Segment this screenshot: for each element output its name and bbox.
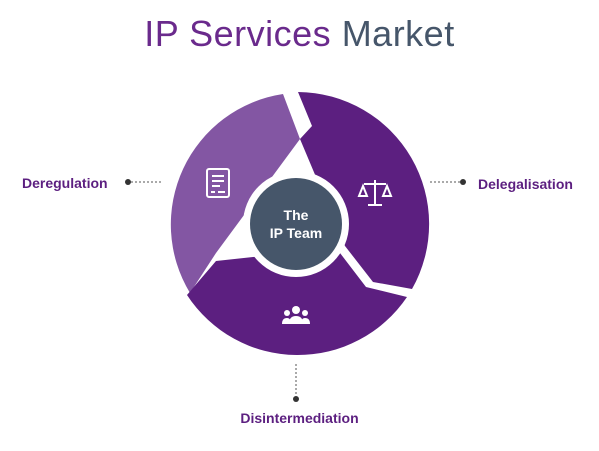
hub-line-1: The: [283, 207, 309, 223]
hub-label: The IP Team: [250, 206, 342, 242]
label-deregulation: Deregulation: [22, 175, 108, 191]
page-title: IP Services Market: [0, 12, 599, 56]
title-part-market: Market: [341, 13, 455, 54]
connector-deregulation: [125, 179, 163, 185]
hub-line-2: IP Team: [269, 225, 323, 241]
scales-icon: [357, 180, 393, 206]
people-icon: [282, 306, 310, 324]
title-part-ip-services: IP Services: [144, 13, 332, 54]
connector-disintermediation: [293, 364, 299, 402]
segment-delegalisation: [298, 92, 430, 289]
segment-disintermediation: [187, 253, 407, 356]
connector-delegalisation: [430, 179, 466, 185]
label-disintermediation: Disintermediation: [240, 410, 359, 426]
document-icon: [206, 168, 230, 198]
segment-deregulation: [170, 94, 300, 293]
label-delegalisation: Delegalisation: [478, 176, 573, 192]
hub-inner: [250, 178, 342, 270]
